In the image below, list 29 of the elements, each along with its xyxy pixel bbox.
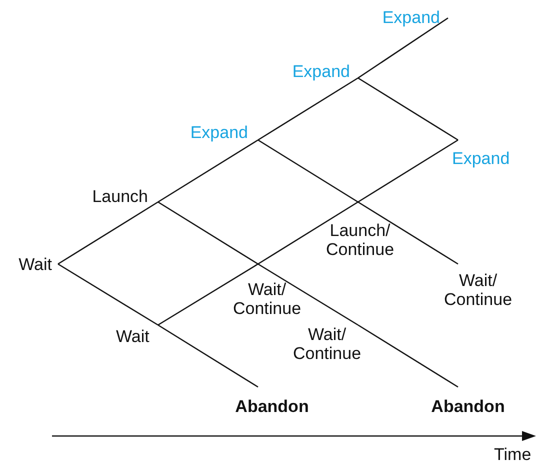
lattice-line [258,139,358,203]
axis-label: Time [494,445,532,465]
lattice-line [358,139,458,203]
decision-label: Wait [18,255,52,274]
decision-label: Launch/ Continue [324,221,396,259]
outcome-label: Abandon [234,397,310,416]
outcome-label: Expand [292,62,350,81]
lattice-line [258,77,358,141]
decision-label: Wait/ Continue [232,280,302,318]
lattice-line [358,77,458,141]
lattice-line [358,17,448,79]
lattice-line [58,201,158,265]
decision-label: Wait/ Continue [292,325,362,363]
decision-label: Wait [116,327,150,346]
decision-label: Wait/ Continue [442,271,514,309]
lattice-line [258,201,358,265]
lattice-line [58,263,158,326]
outcome-label: Abandon [430,397,506,416]
outcome-label: Expand [382,8,440,27]
lattice-line [158,201,258,265]
lattice-line [258,263,358,326]
outcome-label: Expand [452,149,510,168]
lattice-line [358,201,458,265]
decision-label: Launch [92,187,148,206]
lattice-line [158,324,258,388]
outcome-label: Expand [190,123,248,142]
lattice-line [158,139,258,203]
lattice-line [158,263,258,326]
lattice-line [358,324,458,388]
